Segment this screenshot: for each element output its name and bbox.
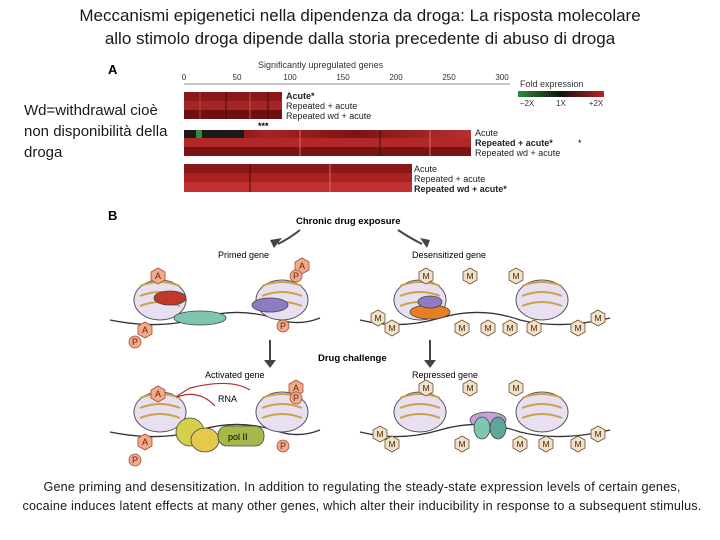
tick-200: 200 xyxy=(389,73,403,82)
mark-m-4: M xyxy=(374,313,381,323)
mark-m-17: M xyxy=(458,439,465,449)
legend-tick-mid: 1X xyxy=(556,99,566,108)
mark-p-3: P xyxy=(132,337,138,347)
mark-m-15: M xyxy=(376,429,383,439)
g2-repeated: Repeated + acute* xyxy=(475,138,553,148)
mark-m-14: M xyxy=(512,383,519,393)
title-line-2: allo stimolo droga dipende dalla storia … xyxy=(104,29,616,48)
mark-m-1: M xyxy=(422,271,429,281)
mark-p-1: P xyxy=(293,271,299,281)
g3-withdrawal: Repeated wd + acute* xyxy=(414,184,507,194)
g3-acute: Acute xyxy=(414,164,437,174)
g3-repeated: Repeated + acute xyxy=(414,174,485,184)
title-line-1: Meccanismi epigenetici nella dipendenza … xyxy=(79,6,641,25)
group-3-labels: Acute Repeated + acute Repeated wd + acu… xyxy=(414,164,507,194)
mark-m-8: M xyxy=(506,323,513,333)
phospho-marks xyxy=(128,269,303,467)
methyl-marks xyxy=(370,267,606,453)
mark-m-18: M xyxy=(516,439,523,449)
methyl-letters: M M M M M M M M M M M M M M M M M M M M … xyxy=(374,271,601,449)
g1-acute: Acute* xyxy=(286,91,315,101)
mark-m-20: M xyxy=(574,439,581,449)
arrow-heads xyxy=(264,238,436,368)
repressed-gene-label: Repressed gene xyxy=(412,370,478,380)
activated-gene-label: Activated gene xyxy=(205,370,265,380)
group-2-labels: Acute Repeated + acute* Repeated wd + ac… xyxy=(475,128,560,158)
desensitized-gene-label: Desensitized gene xyxy=(412,250,486,260)
mark-a-6: A xyxy=(142,437,148,447)
drug-challenge-label: Drug challenge xyxy=(318,353,387,364)
primed-gene-label: Primed gene xyxy=(218,250,269,260)
g1-repeated: Repeated + acute xyxy=(286,101,357,111)
rna-strand xyxy=(176,382,251,407)
mark-p-6: P xyxy=(132,455,138,465)
panel-a-label: A xyxy=(108,62,118,77)
arrows xyxy=(269,229,431,360)
mark-m-12: M xyxy=(422,383,429,393)
tick-100: 100 xyxy=(283,73,297,82)
mark-p-4: P xyxy=(293,393,299,403)
acetyl-marks xyxy=(137,257,310,451)
mark-m-10: M xyxy=(574,323,581,333)
axis-title: Significantly upregulated genes xyxy=(258,60,384,70)
rna-label: RNA xyxy=(218,394,237,404)
tick-250: 250 xyxy=(442,73,456,82)
figure: A Significantly upregulated genes 0 50 1… xyxy=(108,60,611,467)
mark-p-5: P xyxy=(280,441,286,451)
heatmap-group-3 xyxy=(184,164,412,192)
mark-m-5: M xyxy=(388,323,395,333)
acetyl-letters: A A A A A A xyxy=(142,261,305,447)
transcription-factors xyxy=(153,290,507,453)
tick-150: 150 xyxy=(336,73,350,82)
g2-acute: Acute xyxy=(475,128,498,138)
legend-ticks: −2X 1X +2X xyxy=(520,99,604,108)
mark-a-2: A xyxy=(299,261,305,271)
mark-p-2: P xyxy=(280,321,286,331)
tick-300: 300 xyxy=(495,73,509,82)
phospho-letters: P P P P P P xyxy=(132,271,299,465)
mark-m-2: M xyxy=(466,271,473,281)
chronic-exposure-label: Chronic drug exposure xyxy=(296,216,401,227)
g2-withdrawal: Repeated wd + acute xyxy=(475,148,560,158)
heatmap-group-2 xyxy=(184,130,471,156)
mark-a-4: A xyxy=(155,389,161,399)
mark-m-21: M xyxy=(594,429,601,439)
pol-ii-label: pol II xyxy=(228,432,248,442)
group-1-labels: Acute* Repeated + acute Repeated wd + ac… xyxy=(286,91,371,121)
panel-b-label: B xyxy=(108,208,117,223)
slide-title: Meccanismi epigenetici nella dipendenza … xyxy=(0,4,720,50)
g1-withdrawal: Repeated wd + acute xyxy=(286,111,371,121)
mark-m-13: M xyxy=(466,383,473,393)
heatmap-group-1 xyxy=(184,92,282,119)
mark-m-19: M xyxy=(542,439,549,449)
withdrawal-note: Wd=withdrawal cioè non disponibilità del… xyxy=(24,102,168,161)
legend-tick-neg: −2X xyxy=(520,99,535,108)
mark-m-16: M xyxy=(388,439,395,449)
mark-m-3: M xyxy=(512,271,519,281)
mark-m-11: M xyxy=(594,313,601,323)
legend-title: Fold expression xyxy=(520,79,584,89)
mark-m-6: M xyxy=(458,323,465,333)
mark-a-5: A xyxy=(293,383,299,393)
mark-a-1: A xyxy=(155,271,161,281)
tick-50: 50 xyxy=(233,73,242,82)
stars: *** xyxy=(258,121,269,131)
figure-caption: Gene priming and desensitization. In add… xyxy=(22,480,702,513)
axis-ticks: 0 50 100 150 200 250 300 xyxy=(182,73,509,82)
legend-tick-pos: +2X xyxy=(589,99,604,108)
legend-gradient xyxy=(518,91,604,97)
tick-0: 0 xyxy=(182,73,187,82)
mark-m-7: M xyxy=(484,323,491,333)
histone-marks: A A A A A A P P P P P P xyxy=(128,257,606,467)
mark-a-3: A xyxy=(142,325,148,335)
mark-m-9: M xyxy=(530,323,537,333)
star-g2: * xyxy=(578,138,582,148)
